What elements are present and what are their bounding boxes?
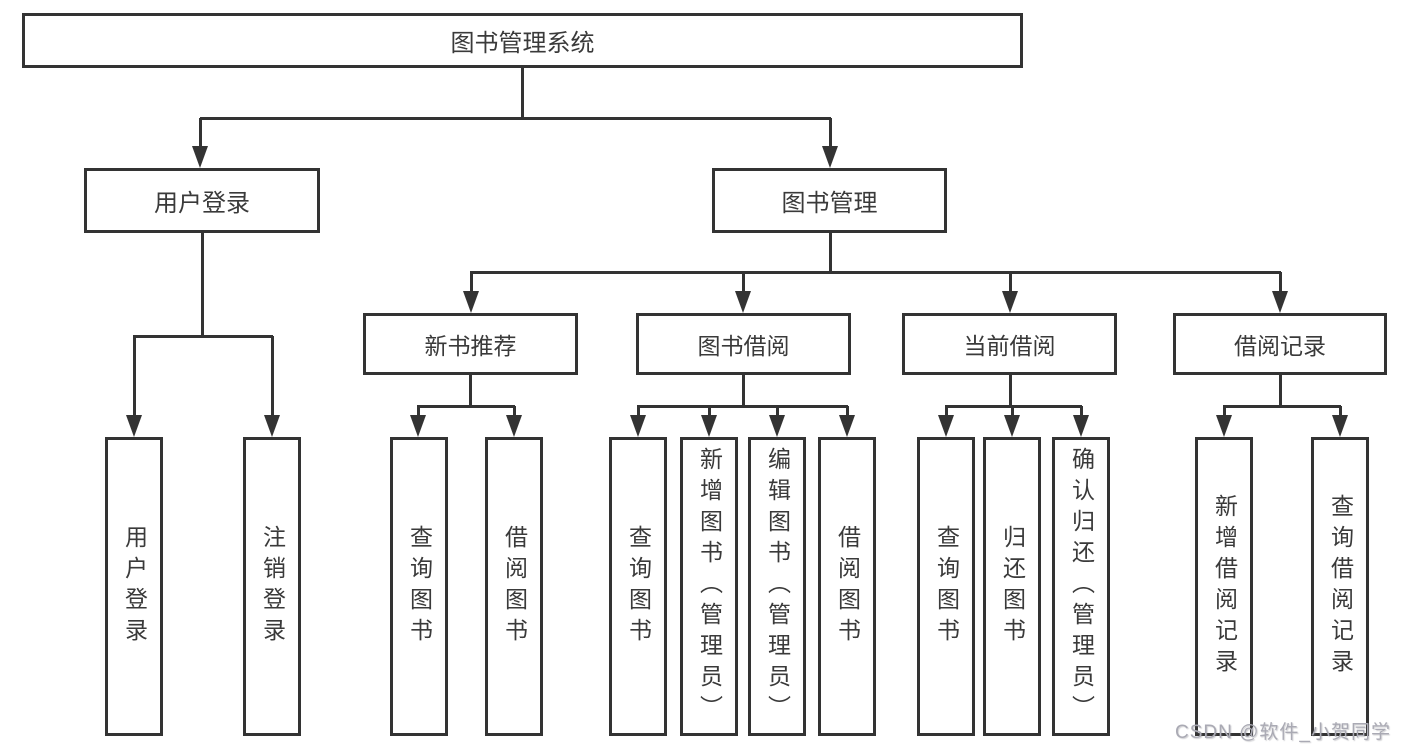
arrow-down-icon — [1002, 291, 1018, 313]
connector-vline — [1010, 406, 1014, 417]
leaf-label: 查询借阅记录 — [1327, 493, 1354, 680]
connector-hline — [945, 404, 1082, 408]
node-leaf-borrow-books-1: 借阅图书 — [485, 437, 543, 736]
connector-vline — [512, 406, 516, 417]
connector-hline — [417, 404, 515, 408]
node-leaf-query-books-3: 查询图书 — [917, 437, 975, 736]
leaf-label: 查询图书 — [406, 524, 433, 649]
arrow-down-icon — [264, 415, 280, 437]
leaf-label: 归还图书 — [999, 524, 1026, 649]
node-leaf-query-books-2: 查询图书 — [609, 437, 667, 736]
connector-hline — [1223, 404, 1341, 408]
arrow-down-icon — [938, 415, 954, 437]
node-leaf-query-books-1: 查询图书 — [390, 437, 448, 736]
leaf-label: 借阅图书 — [834, 524, 861, 649]
node-leaf-return-books: 归还图书 — [983, 437, 1041, 736]
connector-vline — [1008, 272, 1012, 293]
arrow-down-icon — [192, 146, 208, 168]
connector-hline — [637, 404, 848, 408]
leaf-label: 借阅图书 — [501, 524, 528, 649]
connector-vline — [1338, 406, 1342, 417]
connector-vline — [707, 406, 711, 417]
node-leaf-confirm-return-admin: 确认归还（管理员） — [1052, 437, 1110, 736]
connector-vline — [270, 336, 274, 417]
leaf-label: 查询图书 — [625, 524, 652, 649]
arrow-down-icon — [1332, 415, 1348, 437]
connector-hline — [470, 270, 1281, 274]
connector-vline — [636, 406, 640, 417]
node-book-borrowing: 图书借阅 — [636, 313, 851, 375]
arrow-down-icon — [463, 291, 479, 313]
leaf-label: 新增图书（管理员） — [696, 447, 723, 726]
connector-vline — [1222, 406, 1226, 417]
connector-hline — [200, 116, 831, 120]
connector-vline — [1278, 272, 1282, 293]
node-borrow-records: 借阅记录 — [1173, 313, 1387, 375]
connector-vline — [845, 406, 849, 417]
arrow-down-icon — [1004, 415, 1020, 437]
leaf-label: 查询图书 — [933, 524, 960, 649]
node-book-management: 图书管理 — [712, 168, 947, 233]
arrow-down-icon — [769, 415, 785, 437]
arrow-down-icon — [701, 415, 717, 437]
node-current-borrowing: 当前借阅 — [902, 313, 1117, 375]
arrow-down-icon — [410, 415, 426, 437]
node-leaf-add-books-admin: 新增图书（管理员） — [680, 437, 738, 736]
leaf-label: 新增借阅记录 — [1211, 493, 1238, 680]
connector-vline — [198, 118, 202, 148]
connector-vline — [1008, 375, 1012, 406]
leaf-label: 编辑图书（管理员） — [764, 447, 791, 726]
connector-vline — [944, 406, 948, 417]
arrow-down-icon — [1272, 291, 1288, 313]
arrow-down-icon — [822, 146, 838, 168]
node-leaf-user-login: 用户登录 — [105, 437, 163, 736]
connector-hline — [133, 334, 273, 338]
connector-vline — [132, 336, 136, 417]
node-user-login: 用户登录 — [84, 168, 320, 233]
arrow-down-icon — [630, 415, 646, 437]
connector-vline — [468, 375, 472, 406]
connector-vline — [1278, 375, 1282, 406]
arrow-down-icon — [126, 415, 142, 437]
arrow-down-icon — [506, 415, 522, 437]
connector-vline — [828, 233, 832, 272]
leaf-label: 注销登录 — [259, 524, 286, 649]
arrow-down-icon — [1216, 415, 1232, 437]
node-leaf-edit-books-admin: 编辑图书（管理员） — [748, 437, 806, 736]
connector-vline — [828, 118, 832, 148]
connector-vline — [520, 68, 524, 118]
connector-vline — [1079, 406, 1083, 417]
arrow-down-icon — [1073, 415, 1089, 437]
connector-vline — [741, 272, 745, 293]
node-leaf-query-borrow-record: 查询借阅记录 — [1311, 437, 1369, 736]
connector-vline — [469, 272, 473, 293]
connector-vline — [741, 375, 745, 406]
node-leaf-add-borrow-record: 新增借阅记录 — [1195, 437, 1253, 736]
csdn-watermark: CSDN @软件_小贺同学 — [1175, 722, 1391, 743]
node-leaf-borrow-books-2: 借阅图书 — [818, 437, 876, 736]
arrow-down-icon — [735, 291, 751, 313]
leaf-label: 确认归还（管理员） — [1068, 447, 1095, 726]
node-new-book-recommend: 新书推荐 — [363, 313, 578, 375]
connector-vline — [775, 406, 779, 417]
arrow-down-icon — [839, 415, 855, 437]
node-root-library-system: 图书管理系统 — [22, 13, 1023, 68]
node-leaf-logout: 注销登录 — [243, 437, 301, 736]
leaf-label: 用户登录 — [121, 524, 148, 649]
connector-vline — [200, 233, 204, 336]
connector-vline — [416, 406, 420, 417]
